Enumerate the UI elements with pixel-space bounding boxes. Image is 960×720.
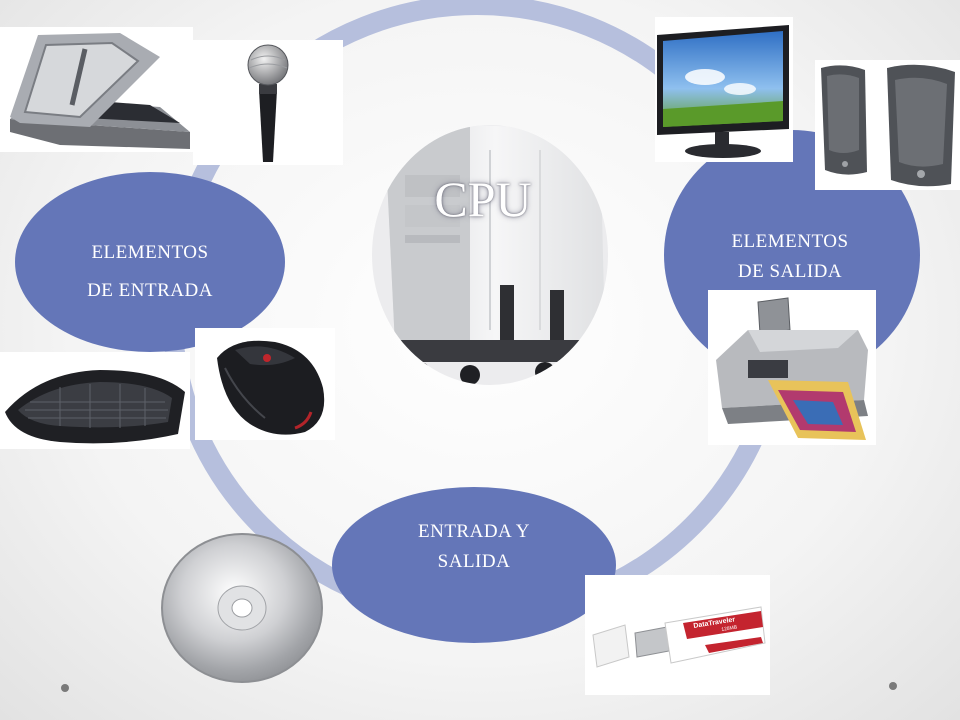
cd-image — [158, 532, 326, 684]
output-label-line2: DE SALIDA — [737, 261, 843, 282]
corner-dot-right — [889, 682, 897, 690]
io-label-line2: SALIDA — [437, 551, 511, 572]
microphone-image — [193, 40, 343, 165]
input-node-label: ELEMENTOS DE ENTRADA — [40, 232, 260, 312]
speakers-image — [815, 60, 960, 190]
mouse-icon — [217, 340, 325, 435]
monitor-icon — [657, 25, 789, 158]
input-label-line1: ELEMENTOS — [91, 242, 209, 263]
scanner-icon — [10, 33, 190, 149]
io-label-line1: ENTRADA Y — [418, 521, 530, 542]
cpu-label: CPU — [434, 171, 532, 227]
node-io — [332, 487, 616, 643]
printer-icon — [716, 297, 868, 440]
scanner-image — [0, 27, 193, 152]
output-node-label: ELEMENTOS DE SALIDA — [680, 222, 900, 292]
node-input — [15, 172, 285, 352]
io-node-label: ENTRADA Y SALIDA — [364, 512, 584, 582]
output-label-line1: ELEMENTOS — [731, 231, 849, 252]
keyboard-icon — [5, 370, 185, 444]
microphone-icon — [247, 44, 289, 162]
mouse-image — [195, 328, 335, 440]
monitor-image — [655, 17, 793, 162]
cd-icon — [161, 533, 323, 683]
input-label-line2: DE ENTRADA — [87, 280, 213, 301]
keyboard-image — [0, 352, 190, 449]
usb-drive-icon — [592, 606, 766, 668]
speakers-icon — [821, 64, 955, 187]
usb-drive-image: DataTraveler 128MB — [585, 575, 770, 695]
corner-dot-left — [61, 684, 69, 692]
printer-image — [708, 290, 876, 445]
